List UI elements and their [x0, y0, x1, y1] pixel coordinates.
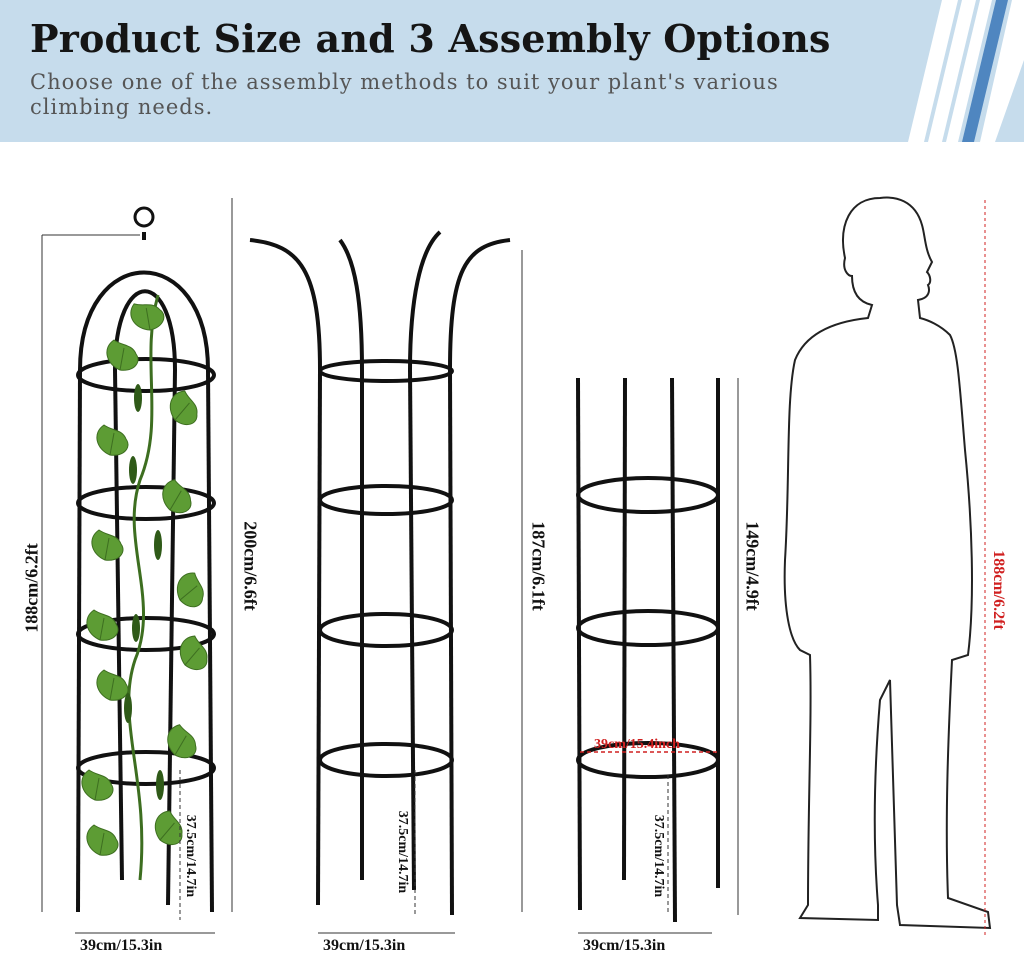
option1-height-label: 188cm/6.2ft [21, 543, 42, 633]
header-banner: Product Size and 3 Assembly Options Choo… [0, 0, 1024, 142]
trellis-option-flared [249, 230, 523, 934]
option3-height-label: 149cm/4.9ft [742, 521, 763, 611]
page-subtitle: Choose one of the assembly methods to su… [30, 70, 779, 119]
trellis-option-dome [41, 198, 233, 934]
person-silhouette [783, 196, 992, 935]
option3-spacing-label: 37.5cm/14.7in [651, 814, 666, 898]
trellis-option-straight [576, 377, 739, 934]
vine-stem [127, 294, 160, 881]
option3-diameter-label: 39cm/15.4inch [594, 737, 680, 752]
person-height-label: 188cm/6.2ft [990, 550, 1007, 630]
page-title: Product Size and 3 Assembly Options [30, 16, 831, 61]
option2-spacing-label: 37.5cm/14.7in [395, 810, 410, 894]
option1-total-height-label: 200cm/6.6ft [240, 521, 261, 611]
hook-ring [133, 206, 155, 228]
option2-height-label: 187cm/6.1ft [528, 521, 549, 611]
option2-width-label: 39cm/15.3in [323, 937, 406, 954]
option1-width-label: 39cm/15.3in [80, 937, 163, 954]
option1-spacing-label: 37.5cm/14.7in [183, 814, 198, 898]
header-stripes [908, 0, 1024, 142]
option3-width-label: 39cm/15.3in [583, 937, 666, 954]
